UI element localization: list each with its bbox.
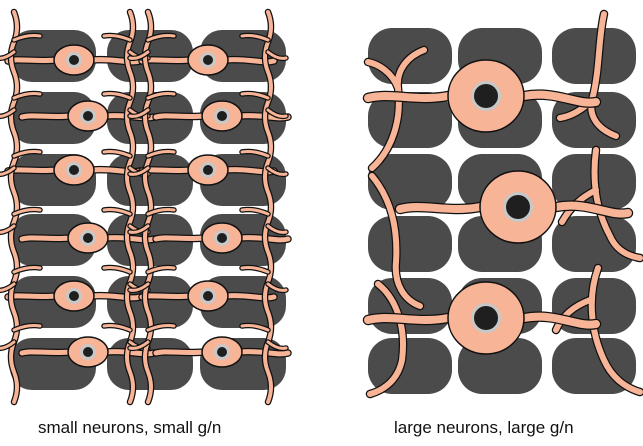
- nucleus: [69, 165, 79, 175]
- neurite: [156, 352, 204, 353]
- nucleus: [203, 165, 213, 175]
- nucleus: [474, 306, 498, 330]
- neurite: [142, 296, 190, 297]
- caption-large-neurons: large neurons, large g/n: [394, 418, 574, 438]
- neurite: [22, 238, 70, 239]
- nucleus: [83, 111, 93, 121]
- neurite: [368, 96, 448, 98]
- nucleus: [203, 55, 213, 65]
- nucleus: [217, 111, 227, 121]
- neurite: [8, 296, 56, 297]
- nucleus: [69, 55, 79, 65]
- nucleus: [203, 291, 213, 301]
- nucleus: [217, 347, 227, 357]
- nucleus: [474, 84, 498, 108]
- nucleus: [69, 291, 79, 301]
- neurite: [156, 238, 204, 239]
- neurite: [92, 296, 140, 298]
- neurite: [22, 352, 70, 353]
- nucleus: [83, 233, 93, 243]
- nucleus: [83, 347, 93, 357]
- nucleus: [506, 195, 530, 219]
- glial-cell: [368, 216, 452, 272]
- neurite: [8, 60, 56, 61]
- nucleus: [217, 233, 227, 243]
- neurite: [400, 207, 480, 209]
- neurite: [368, 318, 448, 320]
- caption-small-neurons: small neurons, small g/n: [38, 418, 221, 438]
- panel-large-neurons: [368, 14, 640, 394]
- neurite: [22, 116, 70, 117]
- panel-small-neurons: [0, 12, 288, 402]
- neurite: [156, 116, 204, 117]
